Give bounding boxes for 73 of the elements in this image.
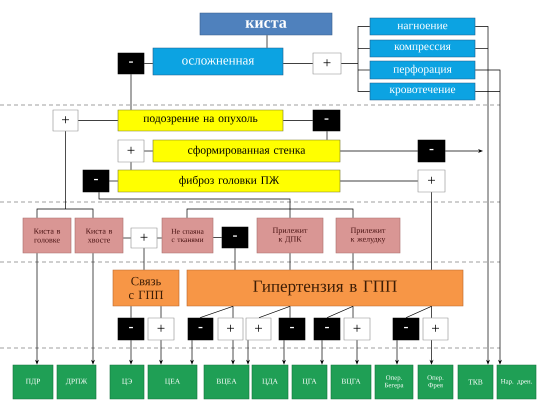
criterion-box: сформированная стенка xyxy=(152,140,340,162)
connector-line xyxy=(130,74,132,110)
minus-box: - xyxy=(392,318,420,340)
connector-line xyxy=(65,130,66,210)
connector-line xyxy=(474,48,488,49)
criterion-box: Прилежит к желудку xyxy=(336,218,400,254)
connector-line xyxy=(36,208,66,218)
connector-line xyxy=(144,150,154,152)
connector-line xyxy=(266,34,268,48)
connector-line xyxy=(474,91,500,92)
connector-line xyxy=(160,306,162,318)
connector-line xyxy=(326,306,354,318)
plus-box: + xyxy=(218,318,244,340)
connector-line xyxy=(232,306,234,318)
complication-box: компрессия xyxy=(370,40,476,58)
minus-box: - xyxy=(314,318,340,340)
plus-box: + xyxy=(312,52,342,74)
criterion-box: Киста в головке xyxy=(22,218,72,254)
plus-box: + xyxy=(118,140,144,162)
connector-line xyxy=(326,130,328,140)
plus-box: + xyxy=(148,318,174,340)
connector-line xyxy=(340,150,418,152)
connector-line xyxy=(340,180,418,182)
minus-box: - xyxy=(118,318,144,340)
complication-box: нагноение xyxy=(370,18,476,36)
connector-line xyxy=(474,26,488,49)
minus-box: - xyxy=(312,110,340,132)
criterion-box: фиброз головки ПЖ xyxy=(118,170,340,192)
connector-line xyxy=(431,306,432,318)
connector-line xyxy=(431,192,432,270)
connector-line xyxy=(78,120,118,121)
connector-line xyxy=(290,208,354,218)
connector-line xyxy=(144,63,154,64)
connector-line xyxy=(358,48,370,49)
connector-line xyxy=(130,162,132,170)
connector-line xyxy=(352,252,354,270)
connector-line xyxy=(352,306,354,318)
connector-line xyxy=(340,63,358,64)
connector-line xyxy=(474,70,500,92)
connector-line xyxy=(212,237,222,238)
category-box: осложненная xyxy=(152,48,284,76)
plus-box: + xyxy=(344,318,370,340)
plus-box: + xyxy=(418,170,446,192)
root-box: киста xyxy=(200,12,332,36)
connector-line xyxy=(234,248,236,270)
plus-box: + xyxy=(130,228,158,248)
connector-line xyxy=(186,208,290,218)
connector-line xyxy=(282,120,314,121)
complication-box: перфорация xyxy=(370,60,476,80)
connector-line xyxy=(358,70,370,92)
criterion-box: Связь с ГПП xyxy=(112,270,180,306)
minus-box: - xyxy=(278,318,306,340)
criterion-box: Прилежит к ДПК xyxy=(256,218,324,254)
connector-line xyxy=(130,306,132,318)
complication-box: кровотечение xyxy=(370,82,476,100)
connector-line xyxy=(108,180,118,182)
plus-box: + xyxy=(246,318,272,340)
connector-line xyxy=(358,26,370,49)
connector-line xyxy=(200,306,234,318)
minus-box: - xyxy=(82,170,110,192)
minus-box: - xyxy=(118,52,144,74)
minus-box: - xyxy=(188,318,214,340)
connector-line xyxy=(282,63,314,64)
plus-box: + xyxy=(422,318,448,340)
connector-line xyxy=(406,306,432,318)
plus-box: + xyxy=(52,110,78,132)
connector-line xyxy=(65,208,94,218)
criterion-box: подозрение на опухоль xyxy=(118,110,284,132)
criterion-box: Гипертензия в ГПП xyxy=(186,270,464,306)
minus-box: - xyxy=(222,226,248,248)
criterion-box: Киста в хвосте xyxy=(74,218,124,254)
connector-line xyxy=(98,192,290,210)
minus-box: - xyxy=(418,140,446,162)
